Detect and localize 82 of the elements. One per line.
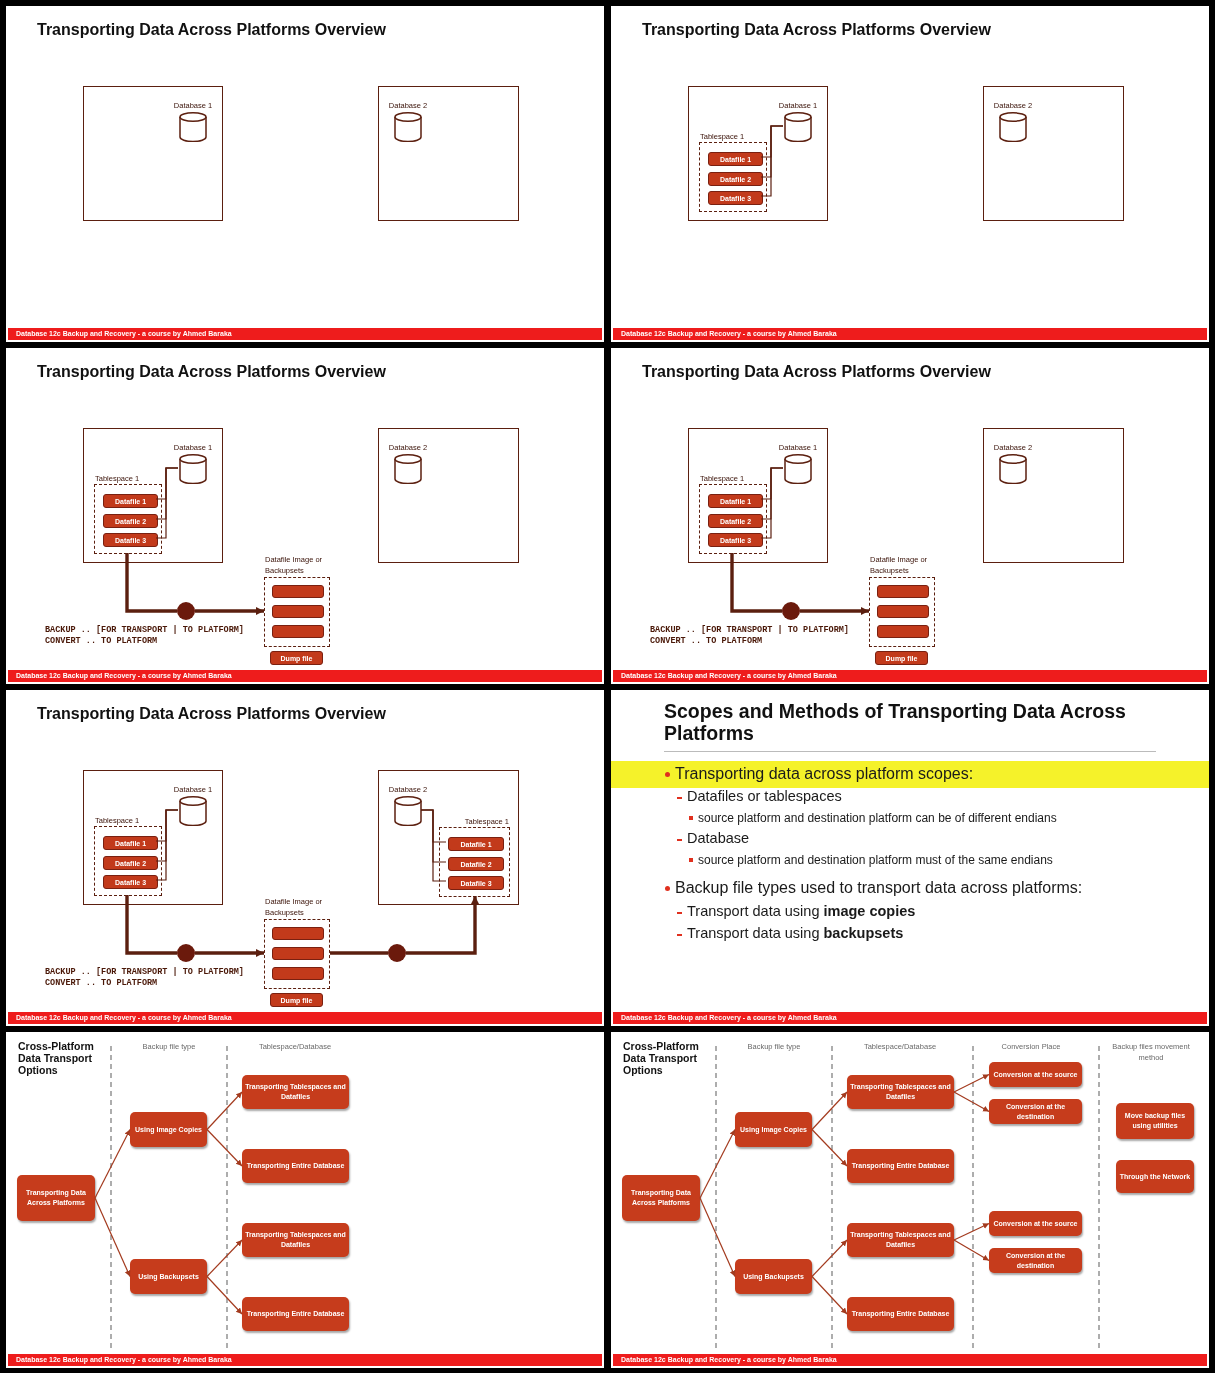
junction-dot (177, 944, 195, 962)
arrow (811, 1128, 848, 1167)
bullet-text: source platform and destination platform can be of different endians (698, 811, 1057, 825)
command-text: CONVERT .. TO PLATFORM (650, 636, 763, 646)
connector-line (330, 951, 388, 955)
backup-file-bar (272, 947, 324, 960)
command-text: BACKUP .. [FOR TRANSPORT | TO PLATFORM] (45, 967, 244, 977)
slide-title: Cross-Platform Data Transport Options (18, 1041, 95, 1077)
arrow (699, 1197, 736, 1278)
connector-line (760, 467, 784, 539)
backup-file-bar (272, 625, 324, 638)
arrow (811, 1239, 848, 1278)
slide-title: Scopes and Methods of Transporting Data Across Platforms (664, 701, 1127, 745)
arrow (195, 607, 264, 615)
arrow (953, 1091, 990, 1113)
slide-panel (611, 1032, 1209, 1368)
connector-line (155, 809, 179, 881)
junction-dot (177, 602, 195, 620)
command-text: BACKUP .. [FOR TRANSPORT | TO PLATFORM] (650, 625, 849, 635)
connector-line (155, 467, 179, 539)
slide-panel (6, 690, 604, 1026)
command-text: CONVERT .. TO PLATFORM (45, 636, 158, 646)
platform-box (688, 428, 828, 563)
bullet-text: Transport data using image copies (687, 903, 916, 919)
platform-box (983, 428, 1124, 563)
arrow (953, 1239, 990, 1262)
arrow (206, 1275, 243, 1315)
platform-box (378, 770, 519, 905)
slide-title: Transporting Data Across Platforms Overview (37, 21, 386, 39)
backup-file-bar (272, 605, 324, 618)
arrow (195, 949, 264, 957)
platform-box (83, 770, 223, 905)
bullet-text: source platform and destination platform must of the same endians (698, 853, 1053, 867)
slide-panel (611, 348, 1209, 684)
arrow (811, 1275, 848, 1315)
slide-panel (6, 348, 604, 684)
slide-panel (611, 690, 1209, 1026)
bullet-text: Transporting data across platform scopes: (675, 765, 974, 783)
arrow (94, 1197, 131, 1278)
bullet-text: Backup file types used to transport data across platforms: (675, 879, 1083, 897)
slide-title: Transporting Data Across Platforms Overview (642, 21, 991, 39)
connector-line (760, 125, 784, 197)
slide-title: Transporting Data Across Platforms Overview (37, 705, 386, 723)
slide-panel (6, 6, 604, 342)
platform-box (378, 428, 519, 563)
backup-file-bar (272, 585, 324, 598)
arrow (406, 896, 479, 955)
bullet-text: Database (687, 830, 750, 846)
arrow (953, 1073, 990, 1093)
connector-line (730, 553, 782, 613)
arrow (699, 1128, 736, 1199)
arrow (94, 1128, 131, 1199)
platform-box (83, 428, 223, 563)
command-text: CONVERT .. TO PLATFORM (45, 978, 158, 988)
connector-line (420, 809, 447, 882)
platform-box (688, 86, 828, 221)
backup-file-bar (877, 605, 929, 618)
junction-dot (782, 602, 800, 620)
arrow (206, 1091, 243, 1131)
connector-line (125, 895, 177, 955)
arrow (953, 1222, 990, 1241)
bullet-text: Datafiles or tablespaces (687, 788, 842, 804)
arrow (800, 607, 869, 615)
slide-title: Transporting Data Across Platforms Overview (642, 363, 991, 381)
arrow (811, 1091, 848, 1131)
slide-title: Cross-Platform Data Transport Options (623, 1041, 700, 1077)
connector-line (125, 553, 177, 613)
platform-box (83, 86, 223, 221)
platform-box (378, 86, 519, 221)
platform-box (983, 86, 1124, 221)
slide-panel (611, 6, 1209, 342)
slide-panel (6, 1032, 604, 1368)
backup-file-bar (877, 585, 929, 598)
bullet-text: Transport data using backupsets (687, 925, 904, 941)
arrow (206, 1239, 243, 1278)
command-text: BACKUP .. [FOR TRANSPORT | TO PLATFORM] (45, 625, 244, 635)
slide-title: Transporting Data Across Platforms Overview (37, 363, 386, 381)
backup-file-bar (272, 927, 324, 940)
backup-file-bar (272, 967, 324, 980)
junction-dot (388, 944, 406, 962)
arrow (206, 1128, 243, 1167)
backup-file-bar (877, 625, 929, 638)
